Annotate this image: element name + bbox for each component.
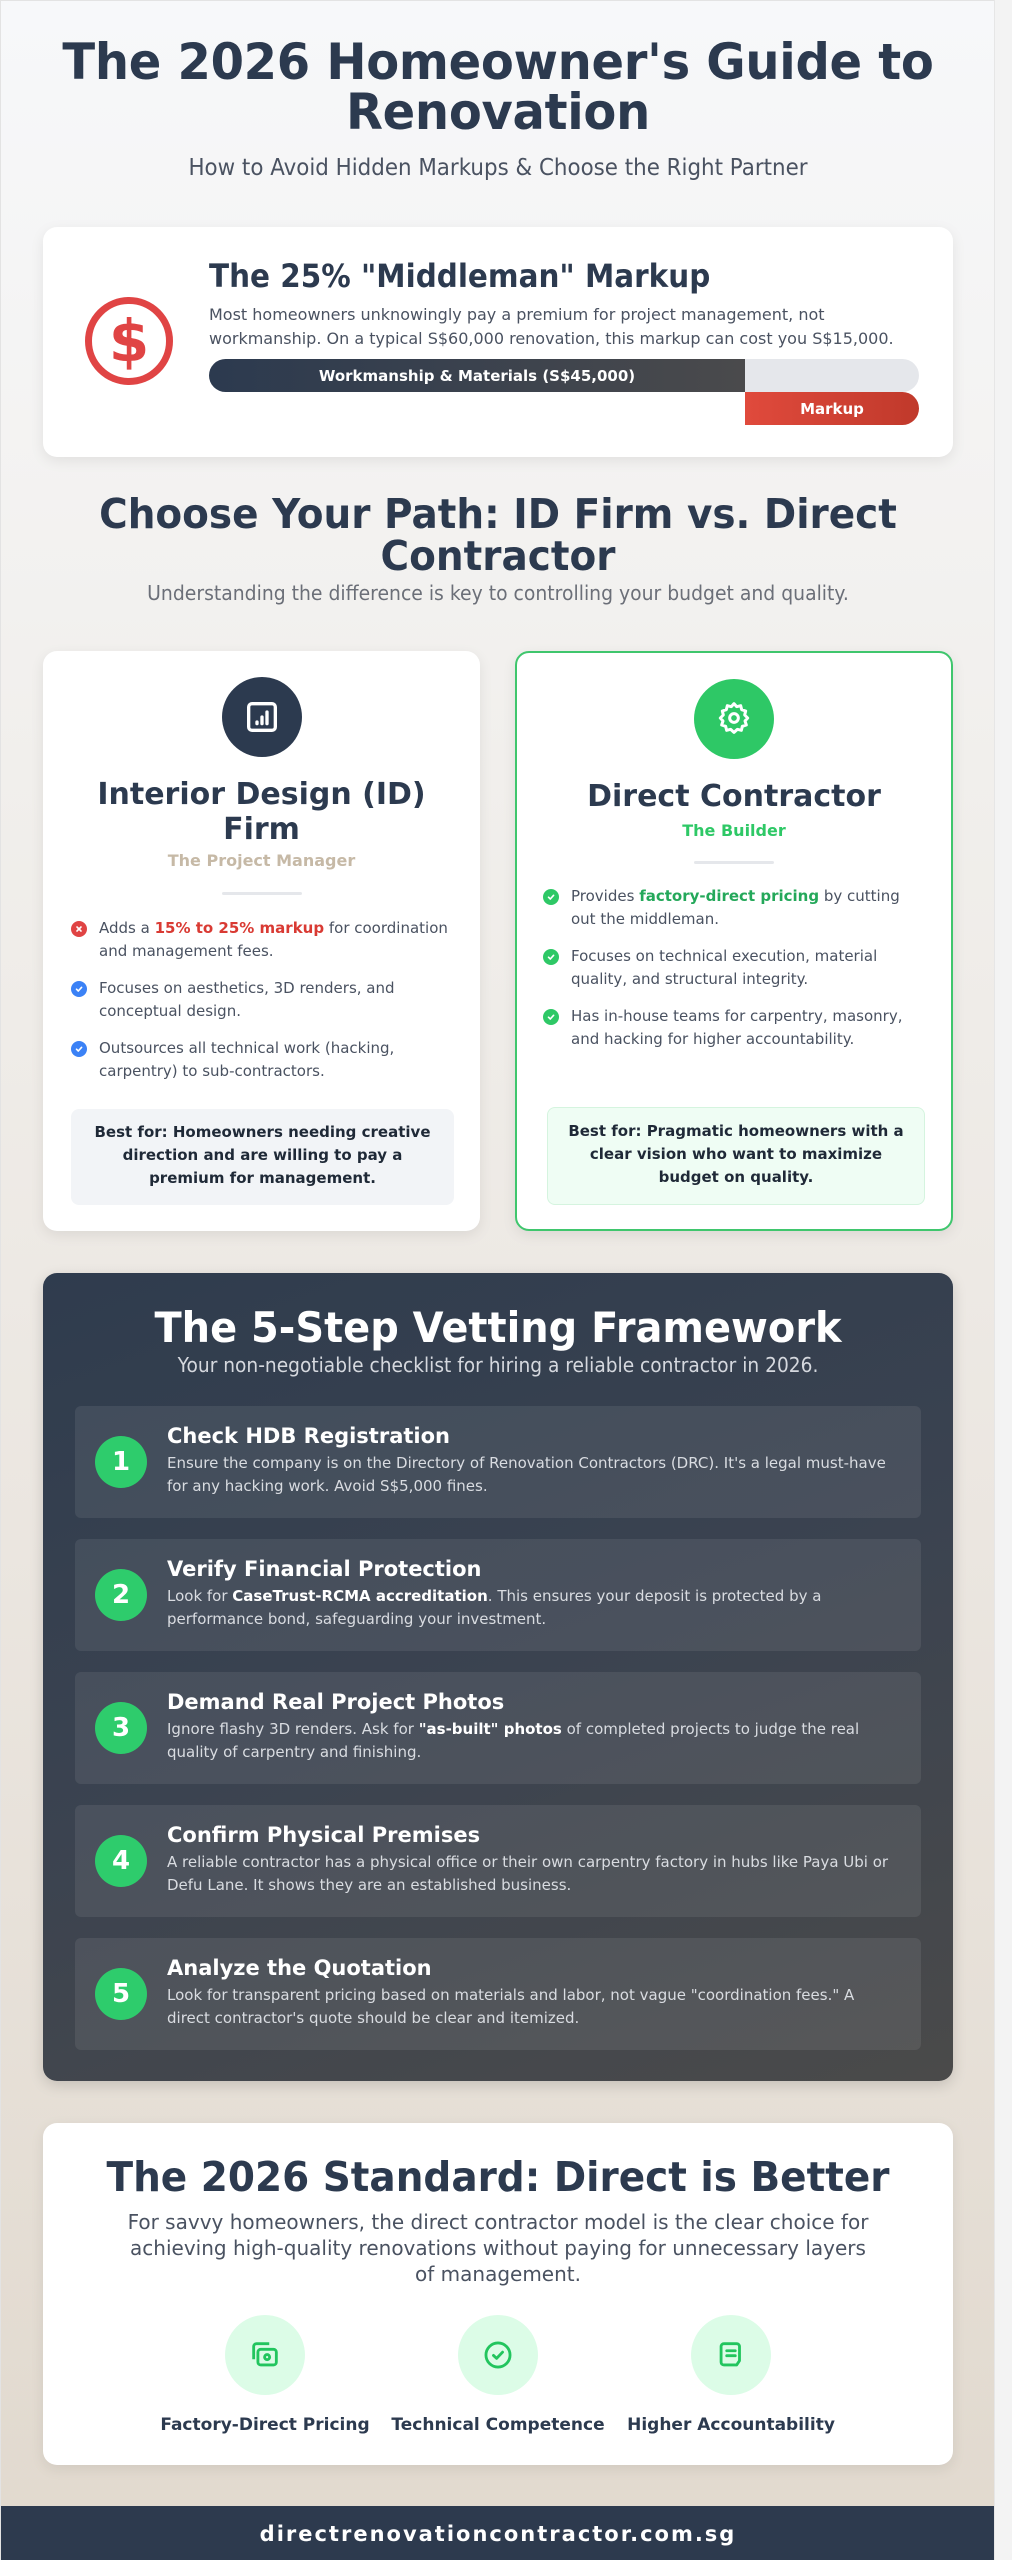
feature-item: Adds a 15% to 25% markup for coordinatio… bbox=[71, 917, 456, 963]
pricing-highlight: factory-direct pricing bbox=[639, 887, 820, 905]
feature-list: Adds a 15% to 25% markup for coordinatio… bbox=[71, 917, 456, 1097]
benefits-row: Factory-Direct Pricing Technical Compete… bbox=[43, 2315, 953, 2455]
x-circle-icon bbox=[71, 921, 87, 937]
check-circle-icon bbox=[543, 1009, 559, 1025]
money-icon bbox=[225, 2315, 305, 2395]
feature-item: Outsources all technical work (hacking, … bbox=[71, 1037, 456, 1083]
hero: The 2026 Homeowner's Guide to Renovation… bbox=[1, 37, 995, 181]
step-title: Verify Financial Protection bbox=[167, 1557, 482, 1581]
step-number: 5 bbox=[95, 1968, 147, 2020]
step-item: 1 Check HDB Registration Ensure the comp… bbox=[75, 1406, 921, 1518]
check-circle-icon bbox=[543, 949, 559, 965]
path-subtitle: Understanding the difference is key to c… bbox=[147, 581, 849, 605]
page-subtitle: How to Avoid Hidden Markups & Choose the… bbox=[188, 155, 808, 181]
standard-section: The 2026 Standard: Direct is Better For … bbox=[43, 2123, 953, 2465]
feature-item: Provides factory-direct pricing by cutti… bbox=[543, 885, 927, 931]
vetting-framework: The 5-Step Vetting Framework Your non-ne… bbox=[43, 1273, 953, 2081]
card-tagline: The Project Manager bbox=[167, 851, 356, 870]
step-title: Confirm Physical Premises bbox=[167, 1823, 481, 1847]
step-title: Demand Real Project Photos bbox=[167, 1690, 505, 1714]
step-item: 4 Confirm Physical Premises A reliable c… bbox=[75, 1805, 921, 1917]
dollar-circle-icon: $ bbox=[85, 297, 173, 385]
step-item: 3 Demand Real Project Photos Ignore flas… bbox=[75, 1672, 921, 1784]
feature-item: Has in-house teams for carpentry, masonr… bbox=[543, 1005, 927, 1051]
step-title: Analyze the Quotation bbox=[167, 1956, 432, 1980]
divider bbox=[694, 861, 774, 864]
benefit-label: Higher Accountability bbox=[627, 2415, 835, 2435]
benefit-label: Technical Competence bbox=[391, 2415, 605, 2435]
step-title: Check HDB Registration bbox=[167, 1424, 450, 1448]
step-number: 4 bbox=[95, 1835, 147, 1887]
scrollbar[interactable] bbox=[994, 0, 1012, 2560]
bar-workmanship: Workmanship & Materials (S$45,000) bbox=[209, 359, 745, 392]
path-heading: Choose Your Path: ID Firm vs. Direct Con… bbox=[1, 493, 995, 605]
bar-markup: Markup bbox=[745, 392, 919, 425]
standard-description: For savvy homeowners, the direct contrac… bbox=[127, 2210, 869, 2286]
framework-subtitle: Your non-negotiable checklist for hiring… bbox=[177, 1353, 819, 1377]
markup-highlight: 15% to 25% markup bbox=[154, 919, 325, 937]
step-number: 2 bbox=[95, 1569, 147, 1621]
feature-item: Focuses on aesthetics, 3D renders, and c… bbox=[71, 977, 456, 1023]
step-description: Look for transparent pricing based on ma… bbox=[167, 1986, 855, 2027]
footer-domain-link[interactable]: directrenovationcontractor.com.sg bbox=[259, 2521, 737, 2546]
divider bbox=[221, 892, 302, 895]
check-circle-icon bbox=[543, 889, 559, 905]
standard-title: The 2026 Standard: Direct is Better bbox=[106, 2153, 890, 2201]
page-title: The 2026 Homeowner's Guide to Renovation bbox=[62, 33, 934, 141]
bar-chart-icon bbox=[221, 677, 302, 757]
direct-contractor-card: Direct Contractor The Builder Provides f… bbox=[515, 651, 953, 1231]
gear-icon bbox=[694, 679, 774, 759]
step-description: Ignore flashy 3D renders. Ask for "as-bu… bbox=[167, 1720, 860, 1761]
footer: directrenovationcontractor.com.sg bbox=[1, 2506, 995, 2560]
step-description: Ensure the company is on the Directory o… bbox=[167, 1454, 886, 1495]
markup-card: $ The 25% "Middleman" Markup Most homeow… bbox=[43, 227, 953, 457]
check-circle-icon bbox=[458, 2315, 538, 2395]
step-number: 1 bbox=[95, 1436, 147, 1488]
step-item: 2 Verify Financial Protection Look for C… bbox=[75, 1539, 921, 1651]
path-title: Choose Your Path: ID Firm vs. Direct Con… bbox=[99, 490, 897, 580]
benefit-label: Factory-Direct Pricing bbox=[160, 2415, 370, 2435]
markup-description: Most homeowners unknowingly pay a premiu… bbox=[209, 305, 894, 348]
card-title: Interior Design (ID) Firm bbox=[97, 777, 426, 847]
step-number: 3 bbox=[95, 1702, 147, 1754]
card-title: Direct Contractor bbox=[587, 779, 881, 814]
document-icon bbox=[691, 2315, 771, 2395]
feature-item: Focuses on technical execution, material… bbox=[543, 945, 927, 991]
check-circle-icon bbox=[71, 1041, 87, 1057]
markup-title: The 25% "Middleman" Markup bbox=[209, 257, 711, 295]
step-description: Look for CaseTrust-RCMA accreditation. T… bbox=[167, 1587, 822, 1628]
id-firm-card: Interior Design (ID) Firm The Project Ma… bbox=[43, 651, 480, 1231]
step-item: 5 Analyze the Quotation Look for transpa… bbox=[75, 1938, 921, 2050]
card-tagline: The Builder bbox=[682, 821, 786, 840]
step-description: A reliable contractor has a physical off… bbox=[167, 1853, 889, 1894]
feature-list: Provides factory-direct pricing by cutti… bbox=[543, 885, 927, 1065]
check-circle-icon bbox=[71, 981, 87, 997]
best-for-box: Best for: Pragmatic homeowners with a cl… bbox=[547, 1107, 925, 1205]
markup-bar-chart: Workmanship & Materials (S$45,000) Marku… bbox=[209, 359, 919, 427]
framework-title: The 5-Step Vetting Framework bbox=[154, 1303, 842, 1352]
best-for-box: Best for: Homeowners needing creative di… bbox=[71, 1109, 454, 1205]
